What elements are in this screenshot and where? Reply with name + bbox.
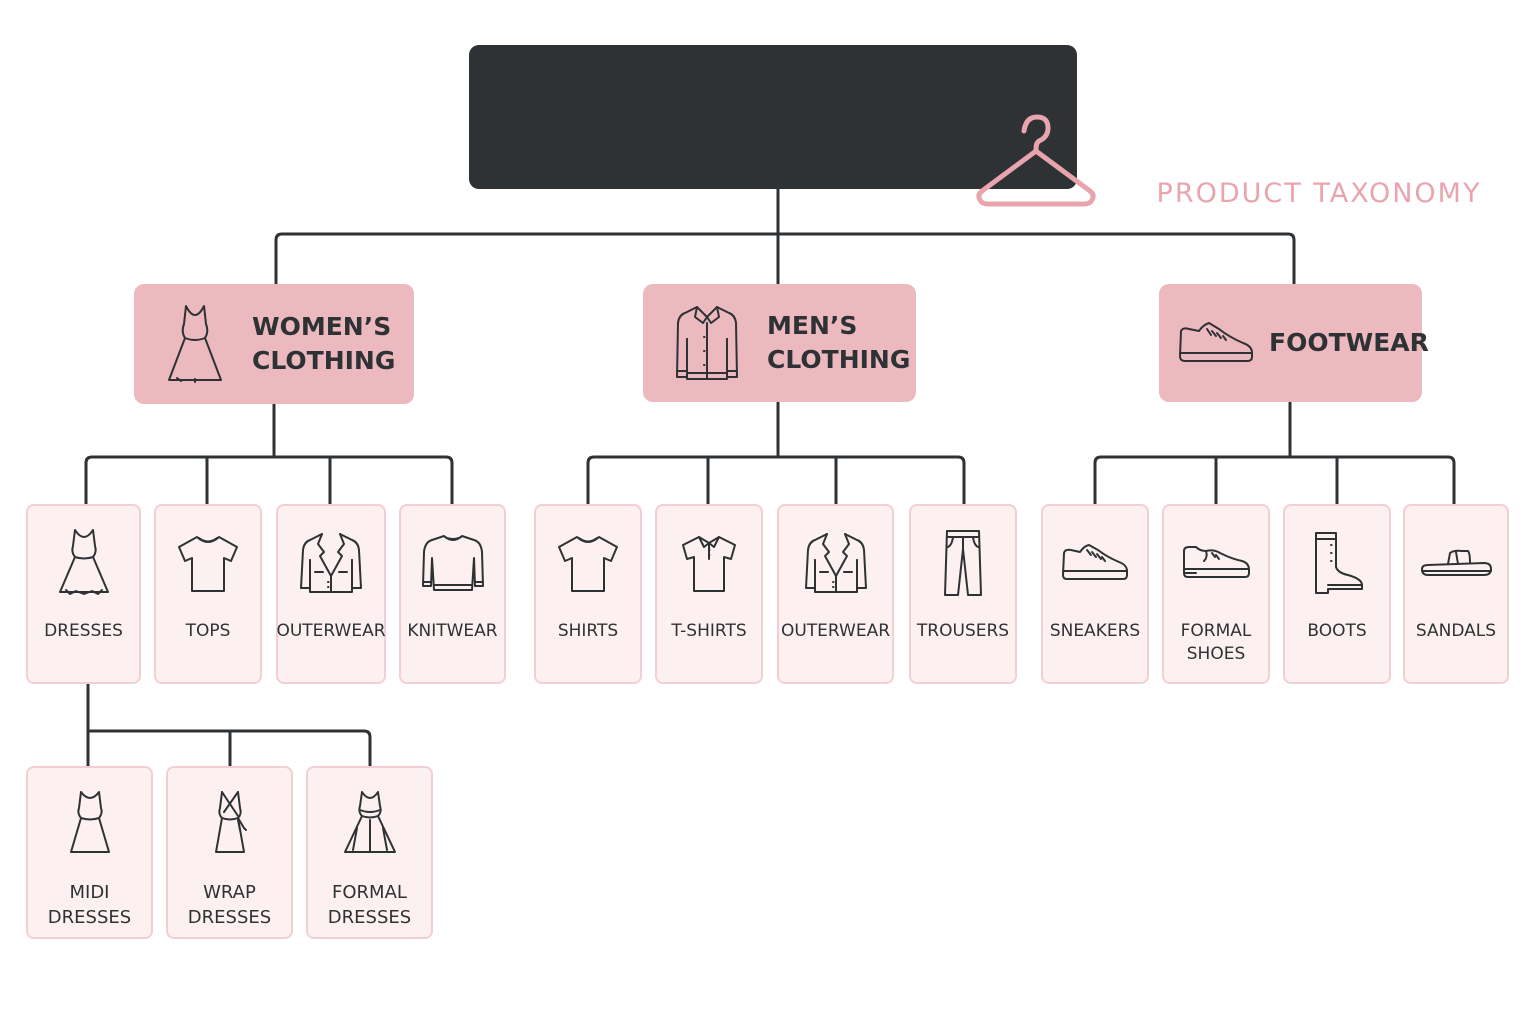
leaf-label: TOPS (185, 621, 231, 641)
leaf-label: FORMAL DRESSES (327, 882, 412, 928)
trousers-icon (943, 526, 983, 600)
midi-dress-icon (67, 786, 113, 860)
root-connector (274, 189, 1296, 284)
leaf-label: SNEAKERS (1049, 621, 1141, 641)
leaf-boots[interactable]: BOOTS (1283, 504, 1391, 684)
footwear-connector (1093, 402, 1456, 504)
leaf-midi-dresses[interactable]: MIDI DRESSES (26, 766, 153, 939)
leaf-label: DRESSES (44, 621, 123, 641)
leaf-label: OUTERWEAR (780, 621, 891, 641)
leaf-shirts[interactable]: SHIRTS (534, 504, 642, 684)
leaf-label: SANDALS (1415, 621, 1497, 641)
category-label: FOOTWEAR (1269, 328, 1429, 357)
dresses-connector (86, 683, 372, 766)
category-label: MEN’S CLOTHING (767, 311, 911, 374)
mens-connector (586, 402, 966, 504)
category-label: WOMEN’S CLOTHING (252, 312, 396, 375)
page-title: FASHION STORE (1096, 113, 1536, 169)
leaf-outerwear[interactable]: OUTERWEAR (276, 504, 386, 684)
page-subtitle: PRODUCT TAXONOMY (1156, 178, 1482, 209)
formal-shoe-icon (1180, 526, 1252, 600)
leaf-outerwear[interactable]: OUTERWEAR (777, 504, 894, 684)
leaf-label: TROUSERS (916, 621, 1010, 641)
leaf-trousers[interactable]: TROUSERS (909, 504, 1017, 684)
wrap-dress-icon (210, 786, 250, 860)
leaf-t-shirts[interactable]: T-SHIRTS (655, 504, 763, 684)
blazer-icon (298, 526, 364, 600)
category-mens-clothing[interactable]: MEN’S CLOTHING (643, 284, 916, 402)
leaf-label: KNITWEAR (407, 621, 498, 641)
formal-dress-icon (341, 786, 399, 860)
dress-icon (164, 302, 226, 386)
leaf-wrap-dresses[interactable]: WRAP DRESSES (166, 766, 293, 939)
boot-icon (1308, 526, 1366, 600)
shirt-icon (673, 303, 741, 383)
shoe-icon (1177, 319, 1255, 367)
leaf-tops[interactable]: TOPS (154, 504, 262, 684)
leaf-label: MIDI DRESSES (47, 882, 132, 928)
leaf-label: BOOTS (1307, 621, 1367, 641)
womens-connector (84, 404, 454, 504)
blazer-icon (803, 526, 869, 600)
leaf-label: OUTERWEAR (276, 621, 386, 641)
leaf-dresses[interactable]: DRESSES (26, 504, 141, 684)
leaf-label: T-SHIRTS (671, 621, 747, 641)
dress-icon (56, 526, 112, 600)
leaf-label: WRAP DRESSES (187, 882, 272, 928)
sweater-icon (420, 526, 486, 600)
leaf-label: FORMAL SHOES (1180, 621, 1252, 664)
leaf-knitwear[interactable]: KNITWEAR (399, 504, 506, 684)
tshirt-icon (555, 526, 621, 600)
sneaker-icon (1060, 526, 1130, 600)
leaf-label: SHIRTS (557, 621, 619, 641)
hanger-icon (974, 113, 1098, 213)
root-node: FASHION STORE PRODUCT TAXONOMY (469, 45, 1536, 209)
tshirt-icon (175, 526, 241, 600)
category-footwear[interactable]: FOOTWEAR (1159, 284, 1429, 402)
leaf-formal-shoes[interactable]: FORMAL SHOES (1162, 504, 1270, 684)
leaf-formal-dresses[interactable]: FORMAL DRESSES (306, 766, 433, 939)
category-womens-clothing[interactable]: WOMEN’S CLOTHING (134, 284, 414, 404)
leaf-sneakers[interactable]: SNEAKERS (1041, 504, 1149, 684)
polo-icon (677, 526, 741, 600)
leaf-sandals[interactable]: SANDALS (1403, 504, 1509, 684)
sandal-icon (1418, 526, 1494, 600)
